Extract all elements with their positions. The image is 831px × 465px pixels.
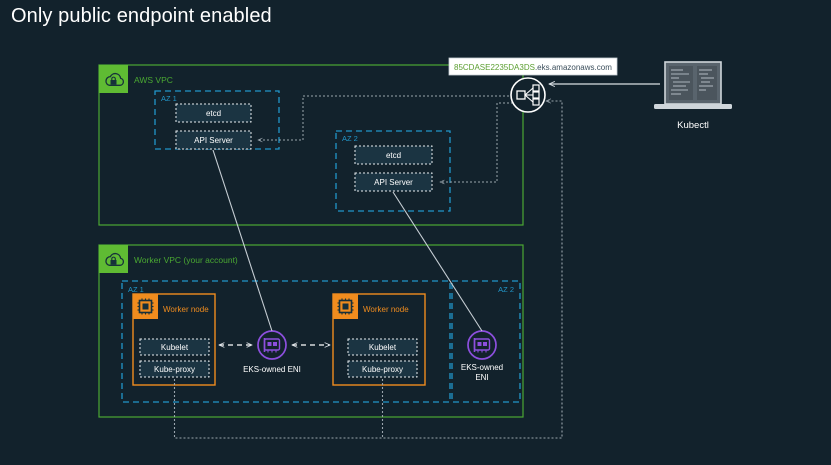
worker-node-label-az2: Worker node [363,305,409,314]
aws-az-2: AZ 2 etcd API Server [335,130,451,212]
endpoint-to-api-server-az2-route [440,102,513,182]
eks-eni-az1: EKS-owned ENI [243,330,301,374]
worker-node-az1: Worker node Kubelet Kube-proxy [132,293,216,386]
kubelet-label-az2: Kubelet [369,343,397,352]
vpc-cloud-lock-icon [99,65,128,93]
endpoint-url-suffix: .eks.amazonaws.com [535,63,612,72]
endpoint-url-label: 85CDASE2235DA3DS.eks.amazonaws.com [448,57,618,76]
api-server-az1-to-eni-az1-link [212,149,273,332]
public-endpoint-icon[interactable] [510,77,546,113]
api-server-box-az1: API Server [175,130,252,150]
kubelet-label-az1: Kubelet [161,343,189,352]
chip-icon [133,294,158,319]
worker-vpc-label: Worker VPC (your account) [134,255,238,265]
laptop-icon [654,61,732,109]
kubectl-label: Kubectl [677,120,709,131]
endpoint-url-id: 85CDASE2235DA3DS [454,63,535,72]
page-title: Only public endpoint enabled [11,5,272,27]
endpoint-url-text: 85CDASE2235DA3DS.eks.amazonaws.com [454,63,612,72]
etcd-box-az1: etcd [175,103,252,123]
aws-vpc-label: AWS VPC [134,75,173,85]
kubectl-client: Kubectl [654,61,732,131]
eks-eni-label-az2-line2: ENI [475,373,488,382]
kubelet-box-az2: Kubelet [347,338,418,356]
kube-proxy-box-az2: Kube-proxy [347,360,418,378]
kube-proxy-label-az1: Kube-proxy [154,365,195,374]
worker-az-1-label: AZ 1 [128,285,144,294]
aws-az-1-label: AZ 1 [161,94,177,103]
kube-proxy-az1-to-endpoint-route [173,101,563,439]
aws-vpc-container: AWS VPC [98,64,524,226]
eks-eni-az2: EKS-owned ENI [461,330,503,382]
aws-az-1: AZ 1 etcd API Server [154,90,280,150]
api-server-az2-to-eni-az2-link [392,191,483,332]
api-server-box-az2: API Server [354,172,433,192]
worker-az-2: AZ 2 EKS-owned ENI [451,280,521,403]
vpc-cloud-lock-icon [99,245,128,273]
chip-icon [333,294,358,319]
api-server-label-az2: API Server [374,178,413,187]
worker-az-1: AZ 1 [121,280,451,403]
worker-az-2-label: AZ 2 [498,285,514,294]
kube-proxy-label-az2: Kube-proxy [362,365,403,374]
etcd-box-az2: etcd [354,145,433,165]
worker-node-az2: Worker node Kubelet Kube-proxy [332,293,426,386]
worker-vpc-container: Worker VPC (your account) [98,244,524,418]
endpoint-to-api-server-az1-route [258,95,513,140]
api-server-label-az1: API Server [194,136,233,145]
eks-eni-label-az1: EKS-owned ENI [243,365,301,374]
worker-node-label-az1: Worker node [163,305,209,314]
etcd-label-az2: etcd [386,151,401,160]
eks-eni-label-az2-line1: EKS-owned [461,363,503,372]
kube-proxy-box-az1: Kube-proxy [139,360,210,378]
etcd-label-az1: etcd [206,109,221,118]
kubelet-box-az1: Kubelet [139,338,210,356]
aws-az-2-label: AZ 2 [342,134,358,143]
